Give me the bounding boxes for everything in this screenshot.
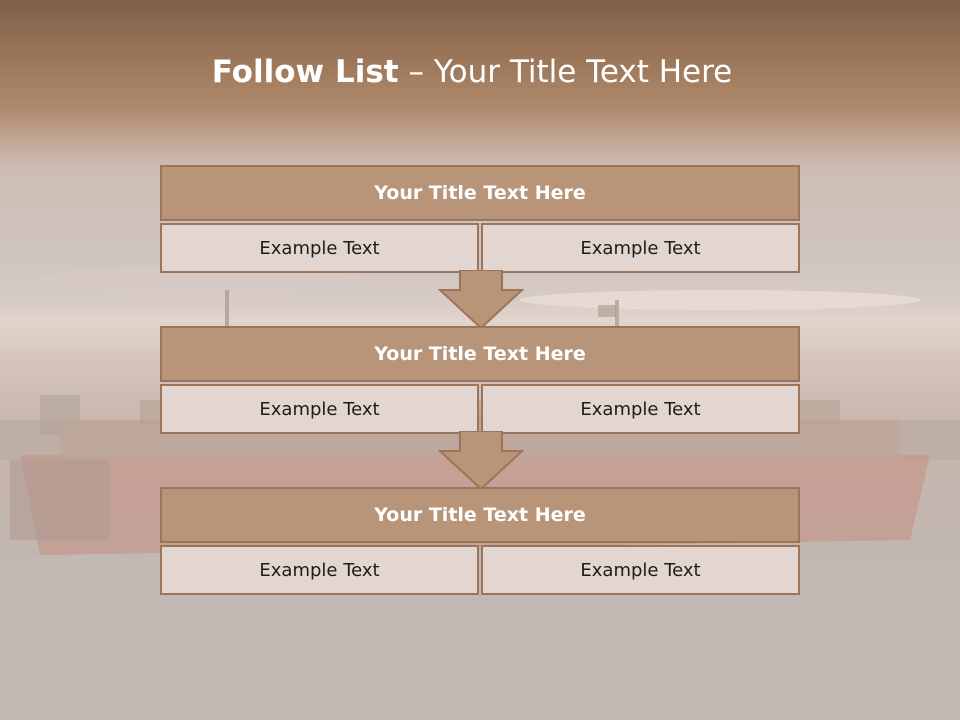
down-arrow-icon bbox=[438, 270, 524, 330]
block-cell-left: Example Text bbox=[160, 545, 479, 595]
block-cell-left: Example Text bbox=[160, 223, 479, 273]
slide-title: Follow List – Your Title Text Here bbox=[0, 54, 944, 90]
block-title: Your Title Text Here bbox=[160, 487, 800, 543]
block-cell-right: Example Text bbox=[481, 545, 800, 595]
block-row: Example Text Example Text bbox=[160, 545, 800, 595]
down-arrow-icon bbox=[438, 431, 524, 491]
slide-title-subtitle: – Your Title Text Here bbox=[398, 54, 733, 90]
block-cell-right: Example Text bbox=[481, 223, 800, 273]
list-block-1: Your Title Text Here Example Text Exampl… bbox=[160, 165, 800, 273]
block-title: Your Title Text Here bbox=[160, 165, 800, 221]
block-title: Your Title Text Here bbox=[160, 326, 800, 382]
slide-title-bold: Follow List bbox=[211, 54, 399, 90]
list-block-3: Your Title Text Here Example Text Exampl… bbox=[160, 487, 800, 595]
block-cell-left: Example Text bbox=[160, 384, 479, 434]
block-cell-right: Example Text bbox=[481, 384, 800, 434]
list-block-2: Your Title Text Here Example Text Exampl… bbox=[160, 326, 800, 434]
block-row: Example Text Example Text bbox=[160, 384, 800, 434]
block-row: Example Text Example Text bbox=[160, 223, 800, 273]
